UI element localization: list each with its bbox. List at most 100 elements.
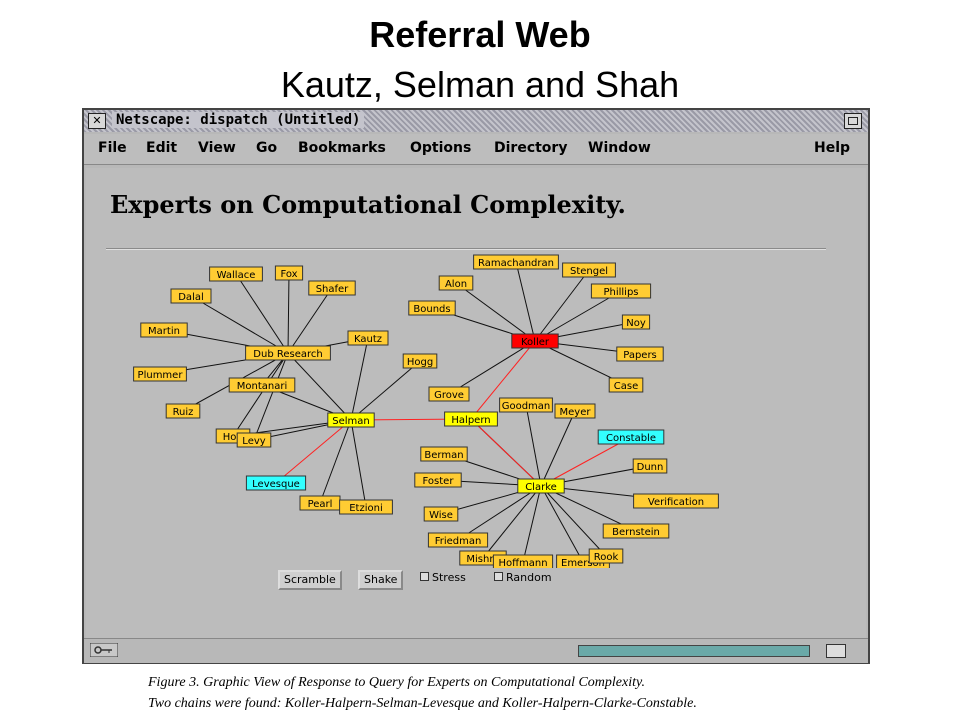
security-key-icon[interactable]	[90, 643, 118, 657]
node-box	[621, 314, 651, 330]
graph-node-dub[interactable]: Dub Research	[245, 345, 331, 361]
graph-node-berman[interactable]: Berman	[420, 446, 468, 462]
menu-bar: File Edit View Go Bookmarks Options Dire…	[84, 134, 868, 165]
node-box	[444, 411, 498, 427]
graph-node-foster[interactable]: Foster	[414, 472, 462, 488]
node-box	[427, 532, 489, 548]
graph-node-ramachandran[interactable]: Ramachandran	[473, 254, 559, 270]
node-label: Case	[614, 381, 638, 392]
graph-node-stengel[interactable]: Stengel	[562, 262, 616, 278]
graph-edge	[350, 419, 367, 508]
graph-node-martin[interactable]: Martin	[140, 322, 188, 338]
node-box	[473, 254, 559, 270]
graph-edge	[525, 404, 542, 487]
node-box	[414, 472, 462, 488]
menu-edit[interactable]: Edit	[146, 140, 178, 156]
random-label: Random	[506, 571, 552, 584]
graph-node-plummer[interactable]: Plummer	[133, 366, 187, 382]
graph-edge	[534, 269, 590, 342]
node-label: Mishra	[466, 554, 499, 565]
graph-edge	[540, 485, 607, 557]
graph-node-halpern[interactable]: Halpern	[444, 411, 498, 427]
slide-title: Referral Web	[369, 14, 591, 55]
graph-node-wallace[interactable]: Wallace	[209, 266, 263, 282]
graph-node-noy[interactable]: Noy	[621, 314, 651, 330]
graph-node-bounds[interactable]: Bounds	[408, 300, 456, 316]
graph-node-friedman[interactable]: Friedman	[427, 532, 489, 548]
chain-edge	[540, 436, 632, 487]
graph-node-montanari[interactable]: Montanari	[228, 377, 296, 393]
page-content: Experts on Computational Complexity. Wal…	[86, 168, 866, 638]
graph-edge	[457, 485, 542, 541]
graph-node-hoffmann[interactable]: Hoffmann	[492, 554, 554, 568]
graph-node-levy[interactable]: Levy	[236, 432, 272, 448]
menu-directory[interactable]: Directory	[494, 140, 568, 156]
window-title: Netscape: dispatch (Untitled)	[112, 112, 365, 128]
graph-node-ruiz[interactable]: Ruiz	[165, 403, 201, 419]
node-label: Plummer	[138, 370, 184, 381]
node-box	[517, 478, 565, 494]
graph-edge	[232, 352, 289, 437]
node-box	[590, 283, 652, 299]
graph-node-dalal[interactable]: Dalal	[170, 288, 212, 304]
node-box	[140, 322, 188, 338]
graph-node-pearl[interactable]: Pearl	[299, 495, 341, 511]
graph-node-papers[interactable]: Papers	[616, 346, 664, 362]
maximize-icon[interactable]	[844, 113, 862, 129]
node-box	[632, 458, 668, 474]
node-label: Dunn	[637, 462, 664, 473]
node-box	[308, 280, 356, 296]
node-label: Etzioni	[349, 503, 383, 514]
mail-icon[interactable]	[826, 644, 846, 658]
graph-node-etzioni[interactable]: Etzioni	[339, 499, 393, 515]
node-box	[339, 499, 393, 515]
node-label: Meyer	[560, 407, 592, 418]
graph-edge	[515, 261, 536, 342]
shake-button[interactable]: Shake	[358, 570, 404, 590]
menu-bookmarks[interactable]: Bookmarks	[298, 140, 386, 156]
node-label: Selman	[332, 416, 370, 427]
scramble-button[interactable]: Scramble	[278, 570, 342, 590]
graph-node-kautz[interactable]: Kautz	[347, 330, 389, 346]
menu-window[interactable]: Window	[588, 140, 651, 156]
graph-node-levesque[interactable]: Levesque	[245, 475, 307, 491]
graph-node-case[interactable]: Case	[608, 377, 644, 393]
node-box	[133, 366, 187, 382]
graph-node-wise[interactable]: Wise	[423, 506, 459, 522]
menu-help[interactable]: Help	[814, 140, 851, 156]
graph-node-clarke[interactable]: Clarke	[517, 478, 565, 494]
menu-view[interactable]: View	[198, 140, 236, 156]
graph-node-constable[interactable]: Constable	[597, 429, 665, 445]
graph-node-alon[interactable]: Alon	[438, 275, 474, 291]
graph-node-koller[interactable]: Koller	[511, 333, 559, 349]
node-label: Friedman	[435, 536, 482, 547]
graph-node-hogg[interactable]: Hogg	[402, 353, 438, 369]
menu-file[interactable]: File	[98, 140, 127, 156]
random-checkbox[interactable]: Random	[494, 571, 552, 584]
graph-node-phillips[interactable]: Phillips	[590, 283, 652, 299]
graph-node-fox[interactable]: Fox	[274, 265, 304, 281]
graph-node-shafer[interactable]: Shafer	[308, 280, 356, 296]
node-label: Bernstein	[612, 527, 660, 538]
graph-edge	[455, 282, 536, 342]
graph-node-dunn[interactable]: Dunn	[632, 458, 668, 474]
graph-node-rook[interactable]: Rook	[588, 548, 624, 564]
menu-go[interactable]: Go	[256, 140, 278, 156]
graph-node-meyer[interactable]: Meyer	[554, 403, 596, 419]
graph-node-grove[interactable]: Grove	[428, 386, 470, 402]
node-label: Hogg	[407, 357, 433, 368]
graph-node-goodman[interactable]: Goodman	[499, 397, 553, 413]
node-label: Goodman	[502, 401, 551, 412]
node-box	[245, 475, 307, 491]
close-icon[interactable]: ✕	[88, 113, 106, 129]
node-label: Wise	[429, 510, 453, 521]
stress-checkbox[interactable]: Stress	[420, 571, 466, 584]
window-titlebar[interactable]: ✕ Netscape: dispatch (Untitled)	[84, 110, 868, 132]
node-label: Hoff	[223, 432, 245, 443]
graph-node-selman[interactable]: Selman	[327, 412, 375, 428]
graph-node-bernstein[interactable]: Bernstein	[602, 523, 670, 539]
menu-options[interactable]: Options	[410, 140, 472, 156]
graph-node-verification[interactable]: Verification	[633, 493, 719, 509]
node-box	[170, 288, 212, 304]
